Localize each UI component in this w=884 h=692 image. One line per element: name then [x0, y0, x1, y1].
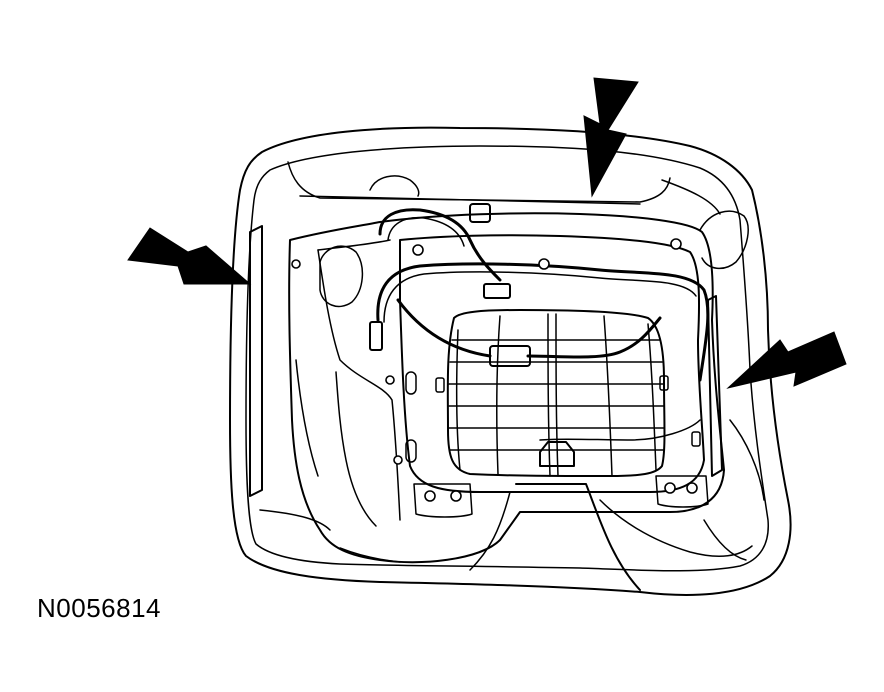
wire-connector-upper — [469, 203, 491, 223]
wire-harness — [376, 262, 710, 382]
cushion-inner-rim — [245, 145, 769, 572]
wire-harness-inner — [383, 271, 697, 323]
figure-id-label: N0056814 — [37, 593, 161, 623]
front-roll-edge — [299, 195, 641, 205]
spring-grid — [448, 313, 665, 477]
frame-slots — [405, 371, 701, 463]
wire-clip-mid — [483, 283, 511, 299]
sensor-module — [539, 441, 575, 467]
wire-connector-center — [489, 345, 531, 367]
left-arrow — [127, 227, 252, 285]
cushion-outer-outline — [229, 126, 792, 596]
front-roll — [287, 161, 671, 203]
spring-window — [446, 309, 666, 477]
seat-pan-inner — [399, 234, 705, 494]
bottom-tab-right — [655, 475, 709, 508]
bottom-tab-left — [413, 483, 473, 518]
front-roll-bump — [369, 175, 420, 197]
right-arrow — [726, 331, 847, 389]
left-trim-strip — [249, 225, 263, 497]
rear-channel — [515, 483, 641, 591]
wire-upper-loop — [378, 208, 502, 282]
top-arrow — [583, 77, 639, 198]
left-pocket — [319, 245, 364, 308]
corner-recess — [699, 210, 749, 270]
wire-clip-left — [369, 321, 383, 351]
frame-holes — [291, 238, 698, 502]
